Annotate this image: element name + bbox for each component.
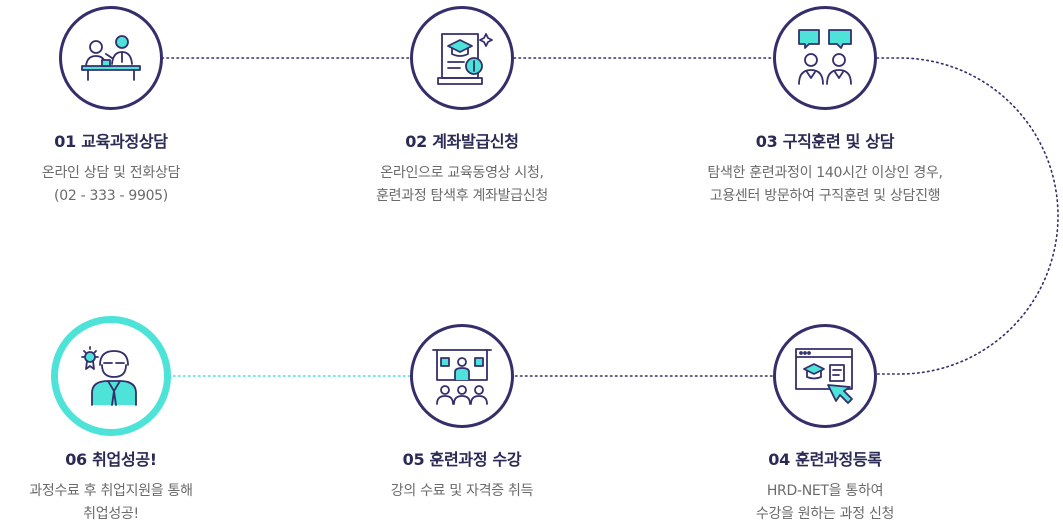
step-04-title: 04 훈련과정등록 [768, 450, 882, 469]
step-02-line-2: 훈련과정 탐색후 계좌발급신청 [376, 188, 548, 204]
step-01-description: 온라인 상담 및 전화상담 (02 - 333 - 9905) [0, 162, 261, 208]
online-registration-icon [795, 348, 853, 404]
chat-people-icon [798, 29, 852, 85]
success-person-icon [81, 346, 137, 406]
step-05-circle [410, 324, 514, 428]
step-02-circle [410, 6, 514, 110]
connector-03-04 [876, 57, 1059, 375]
step-01-circle [59, 6, 163, 110]
step-06-circle [51, 316, 171, 436]
step-06-line-2: 취업성공! [83, 506, 139, 522]
step-03-line-1: 탐색한 훈련과정이 140시간 이상인 경우, [707, 165, 943, 181]
step-06-title: 06 취업성공! [65, 450, 157, 469]
step-02-title: 02 계좌발급신청 [405, 132, 519, 151]
lecture-audience-icon [432, 349, 492, 405]
step-05-title: 05 훈련과정 수강 [402, 450, 522, 469]
step-04-line-1: HRD-NET을 통하여 [766, 483, 884, 499]
step-06-description: 과정수료 후 취업지원을 통해 취업성공! [0, 480, 261, 526]
step-06-line-1: 과정수료 후 취업지원을 통해 [29, 483, 193, 499]
step-02-description: 온라인으로 교육동영상 시청, 훈련과정 탐색후 계좌발급신청 [312, 162, 612, 208]
step-05-line-1: 강의 수료 및 자격증 취득 [390, 483, 534, 499]
step-03-circle [773, 6, 877, 110]
step-01-title: 01 교육과정상담 [54, 132, 168, 151]
step-02-line-1: 온라인으로 교육동영상 시청, [380, 165, 544, 181]
step-04-description: HRD-NET을 통하여 수강을 원하는 과정 신청 [675, 480, 975, 526]
step-01-line-2: (02 - 333 - 9905) [54, 188, 168, 204]
step-05-description: 강의 수료 및 자격증 취득 [312, 480, 612, 503]
certificate-coin-icon [437, 33, 493, 85]
step-01-line-1: 온라인 상담 및 전화상담 [41, 165, 181, 181]
consultation-icon [81, 35, 141, 81]
step-04-line-2: 수강을 원하는 과정 신청 [755, 506, 895, 522]
step-03-line-2: 고용센터 방문하여 구직훈련 및 상담진행 [709, 188, 941, 204]
step-03-description: 탐색한 훈련과정이 140시간 이상인 경우, 고용센터 방문하여 구직훈련 및… [675, 162, 975, 208]
step-04-circle [773, 324, 877, 428]
step-03-title: 03 구직훈련 및 상담 [755, 132, 895, 151]
